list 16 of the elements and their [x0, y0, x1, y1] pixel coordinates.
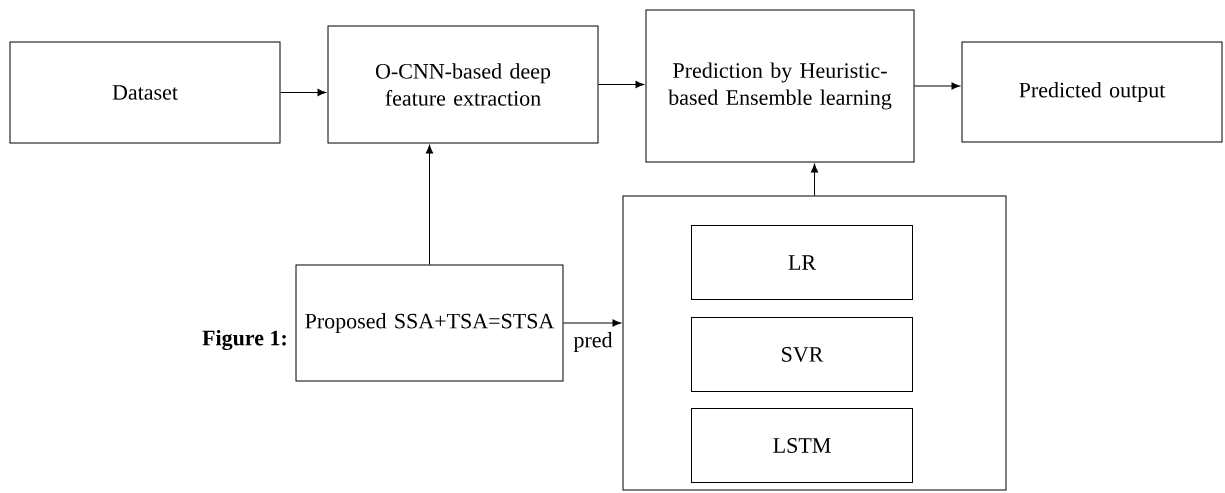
process-box: SVR	[691, 317, 913, 392]
arrow	[914, 82, 961, 90]
arrow	[425, 144, 434, 265]
caption-text: pred	[573, 332, 613, 352]
process-box: LSTM	[691, 408, 913, 483]
arrow	[280, 88, 327, 97]
process-box: Prediction by Heuristic-based Ensemble learning	[645, 9, 915, 163]
process-box: O-CNN-based deep feature extraction	[327, 25, 599, 144]
arrow	[598, 80, 645, 89]
process-box: Proposed SSA+TSA=STSA	[295, 264, 564, 382]
process-box: Predicted output	[961, 41, 1223, 143]
process-box: LR	[691, 225, 913, 300]
process-box: Dataset	[9, 41, 281, 144]
arrow	[810, 163, 819, 196]
figure-caption: Figure 1:	[202, 329, 286, 351]
arrow	[563, 319, 622, 327]
